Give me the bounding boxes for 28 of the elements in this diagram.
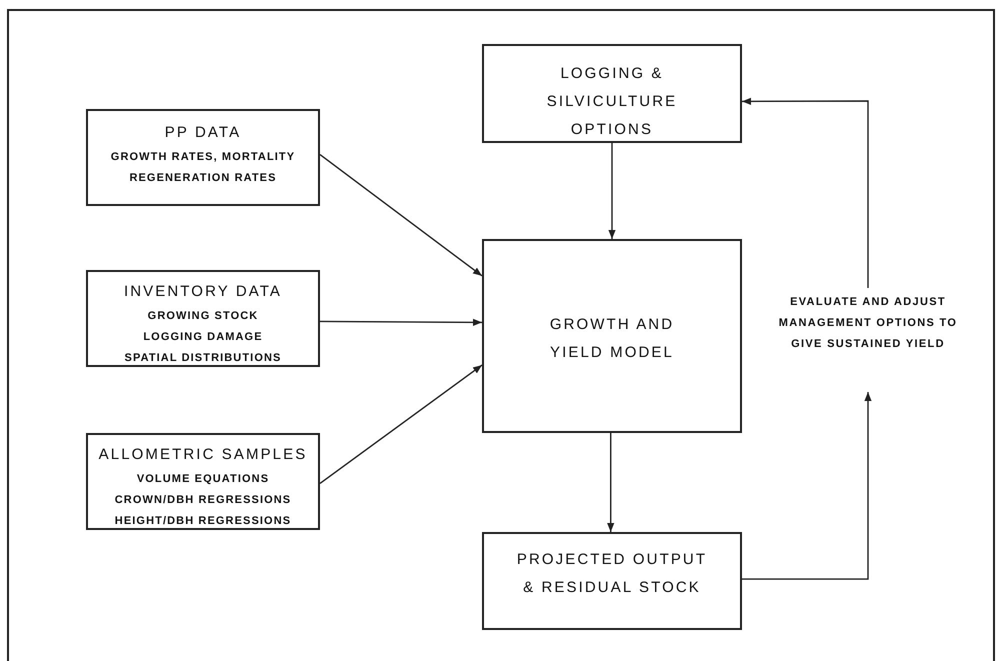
process-box [482,532,742,630]
box-detail: SPATIAL DISTRIBUTIONS [124,351,282,366]
box-detail: LOGGING DAMAGE [143,330,263,345]
arrow [320,318,482,326]
box-detail: CROWN/DBH REGRESSIONS [114,493,292,508]
box-detail: GROWING STOCK [148,309,258,324]
arrow [320,364,482,484]
box-title: PROJECTED OUTPUT & RESIDUAL STOCK [516,550,708,598]
box-title: LOGGING & SILVICULTURE OPTIONS [546,64,678,140]
arrow [742,392,872,580]
arrow [320,154,482,276]
data-box [86,270,320,367]
box-title: PP DATA [164,123,242,143]
process-box [482,239,742,433]
arrow [742,98,869,288]
box-detail: HEIGHT/DBH REGRESSIONS [114,514,292,529]
arrow [608,143,616,239]
process-box [482,44,742,143]
box-title: GROWTH AND YIELD MODEL [548,315,676,363]
annotation-text: EVALUATE AND ADJUST MANAGEMENT OPTIONS TO GIVE SUSTAINED YIELD [778,295,958,352]
box-detail: GROWTH RATES, MORTALITY [110,150,296,165]
box-detail: VOLUME EQUATIONS [136,472,270,487]
data-box [86,109,320,206]
box-detail: REGENERATION RATES [129,171,277,186]
data-box [86,433,320,530]
arrow [607,433,614,532]
box-title: INVENTORY DATA [124,282,282,302]
box-title: ALLOMETRIC SAMPLES [98,445,308,465]
